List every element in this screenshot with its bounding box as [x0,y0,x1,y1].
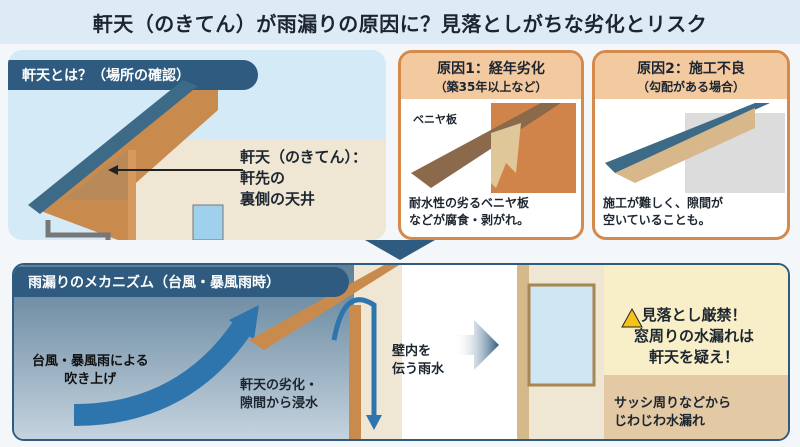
leak-line1: サッシ周りなどから [614,396,732,411]
leak-line2: じわじわ水漏れ [614,414,706,429]
page-title: 軒天（のきてん）が雨漏りの原因に？見落としがちな劣化とリスク [0,0,800,44]
location-panel: 軒天とは？（場所の確認） 軒天（のきてん）： 軒先の 裏側の天井 [8,50,386,240]
eave-illustration [28,80,386,240]
cause2-subtitle: （勾配がある場合） [636,80,745,94]
cause1-card: 原因1：経年劣化 （築35年以上など） ベニヤ板 耐水性の劣るベニヤ板などが腐食・… [398,50,584,240]
cause1-subtitle: （築35年以上など） [434,80,548,94]
plywood-tag: ベニヤ板 [413,113,457,126]
mechanism-panel: 雨漏りのメカニズム（台風・暴風雨時） 台風・暴風雨による 吹き上げ 軒天の劣化・… [12,263,790,441]
entry-line1: 軒天の劣化・ [240,378,319,393]
mechanism-label: 雨漏りのメカニズム（台風・暴風雨時） [14,267,349,297]
location-label: 軒天とは？（場所の確認） [8,60,258,90]
warning-line2: 窓周りの水漏れは [634,327,755,345]
callout-line3: 裏側の天井 [240,190,316,208]
cause1-text-line1: 耐水性の劣るベニヤ板 [409,196,530,210]
rotten-plywood-illustration [411,103,576,193]
wall-line1: 壁内を [392,344,432,359]
warning-line1: 見落とし厳禁！ [641,306,747,324]
callout-line1: 軒天（のきてん）： [240,148,368,166]
cause2-card: 原因2：施工不良 （勾配がある場合） 施工が難しく、隙間が空いていることも。 [592,50,790,240]
cause2-title: 原因2：施工不良 [637,61,745,77]
wind-line1: 台風・暴風雨による [32,354,149,369]
cause1-title: 原因1：経年劣化 [437,61,545,77]
wind-line2: 吹き上げ [64,372,117,387]
warning-line3: 軒天を疑え！ [649,348,740,366]
cause2-text-line2: 空いていることも。 [603,213,711,227]
gap-illustration [605,103,785,193]
wall-line2: 伝う雨水 [392,362,445,377]
cause2-text-line1: 施工が難しく、隙間が [603,196,724,210]
cause1-text-line2: などが腐食・剥がれ。 [409,213,530,227]
down-arrow-icon [365,240,435,260]
callout-line2: 軒先の [240,169,286,187]
entry-line2: 隙間から浸水 [240,396,319,411]
